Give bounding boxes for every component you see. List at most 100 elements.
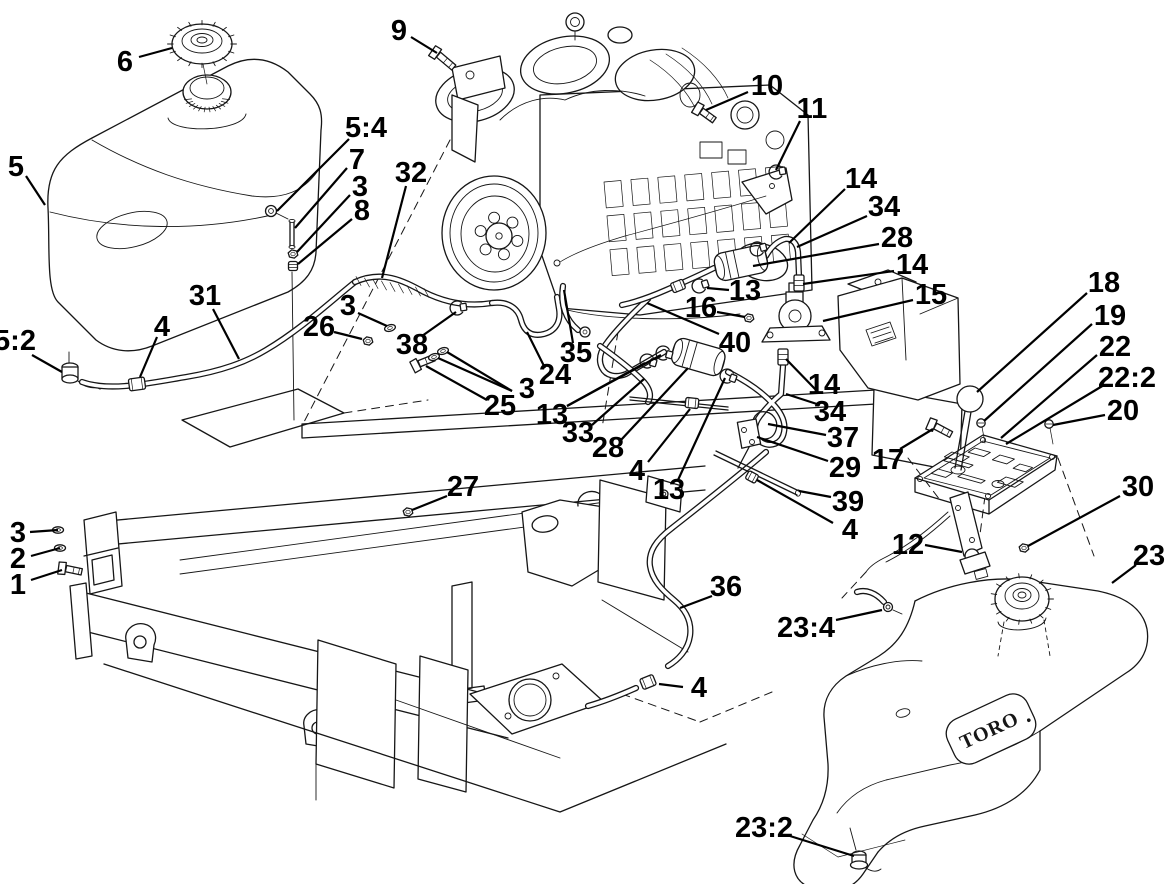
leader-line — [775, 120, 801, 171]
line-art-shape — [984, 492, 992, 500]
line-art-shape — [849, 860, 869, 870]
warning-label — [865, 321, 897, 347]
line-art-shape — [621, 691, 773, 723]
line-art-shape — [451, 55, 506, 101]
line-art-shape — [639, 353, 654, 369]
callout-10: 10 — [751, 70, 783, 102]
line-art-shape — [220, 100, 229, 104]
grommet — [287, 260, 299, 272]
line-art-shape — [914, 578, 1149, 732]
callout-2: 2 — [10, 543, 26, 575]
line-art-shape — [837, 277, 961, 401]
line-art-shape — [959, 551, 991, 575]
line-art-shape — [288, 244, 296, 250]
callout-34: 34 — [868, 191, 900, 223]
leader-line — [756, 479, 834, 524]
line-art-shape — [979, 436, 987, 444]
callout-1: 1 — [10, 569, 26, 601]
line-art-shape — [69, 582, 93, 660]
fuel-filter-lower — [670, 337, 726, 377]
leader-line — [31, 354, 63, 373]
line-art-shape — [49, 211, 277, 227]
line-art-shape — [609, 247, 630, 276]
control-panel-assembly — [914, 385, 1058, 580]
line-art-shape — [531, 515, 559, 533]
line-art-shape — [997, 617, 1047, 631]
callout-28: 28 — [881, 222, 913, 254]
hose-fitting — [639, 674, 657, 690]
line-art-shape — [315, 599, 689, 801]
line-art-shape — [167, 113, 247, 130]
hose-clamp — [691, 278, 710, 294]
line-art-shape — [741, 202, 762, 231]
line-art-shape — [495, 232, 503, 240]
line-art-shape — [845, 660, 923, 677]
line-art-shape — [895, 708, 911, 718]
leader-line — [679, 594, 713, 610]
hose-clamp — [449, 300, 468, 316]
line-art-shape — [485, 222, 513, 250]
bolt — [925, 417, 954, 438]
line-art-shape — [402, 507, 414, 517]
line-art-shape — [749, 439, 755, 445]
line-art-shape — [315, 639, 397, 789]
line-art-shape — [945, 693, 1037, 765]
line-art-shape — [759, 242, 768, 252]
callout-5: 5 — [8, 151, 24, 183]
leader-line — [526, 331, 546, 369]
callout-33: 33 — [562, 417, 594, 449]
line-art-shape — [601, 331, 619, 429]
line-art-shape — [288, 218, 296, 224]
line-art-shape — [169, 50, 176, 54]
line-art-shape — [287, 260, 299, 272]
leader-line — [802, 269, 895, 286]
line-art-shape — [990, 602, 998, 605]
line-art-shape — [218, 103, 226, 107]
line-art-shape — [994, 576, 1050, 622]
line-art-shape — [606, 214, 627, 243]
line-art-shape — [169, 34, 176, 38]
line-art-shape — [504, 712, 512, 720]
line-art-shape — [479, 243, 492, 256]
line-art-shape — [997, 619, 1051, 657]
callout-14: 14 — [896, 249, 928, 281]
line-art-shape — [303, 139, 451, 423]
callout-15: 15 — [915, 279, 947, 311]
line-art-shape — [670, 337, 726, 377]
callout-5-4: 5:4 — [345, 112, 387, 144]
line-art-shape — [699, 141, 723, 159]
line-art-shape — [181, 28, 223, 54]
callout-24: 24 — [539, 359, 571, 391]
line-art-shape — [663, 243, 684, 272]
bolt — [690, 101, 717, 124]
line-art-shape — [996, 583, 1002, 588]
line-art-shape — [598, 297, 666, 378]
line-art-shape — [636, 245, 657, 274]
line-art-shape — [1005, 576, 1010, 582]
line-art-shape — [955, 505, 961, 511]
leader-line — [562, 289, 575, 344]
leader-line — [785, 358, 817, 391]
washer — [427, 352, 441, 362]
line-art-shape — [190, 33, 214, 47]
line-art-shape — [940, 426, 950, 437]
drain-fitting-23-2 — [801, 827, 906, 872]
leader-line — [767, 422, 827, 437]
line-art-shape — [177, 26, 183, 31]
line-art-shape — [793, 274, 805, 292]
line-art-shape — [511, 234, 524, 247]
line-art-shape — [768, 164, 783, 180]
line-art-shape — [877, 730, 1041, 853]
line-art-shape — [1049, 427, 1054, 445]
line-art-shape — [818, 329, 826, 337]
line-art-shape — [427, 352, 441, 362]
leader-line — [716, 310, 746, 319]
callout-23: 23 — [1133, 540, 1165, 572]
callout-13: 13 — [536, 399, 568, 431]
line-art-shape — [967, 447, 991, 458]
line-art-shape — [103, 663, 727, 813]
line-art-shape — [885, 604, 891, 610]
line-art-shape — [215, 104, 222, 110]
line-art-shape — [435, 51, 457, 71]
line-art-shape — [671, 338, 684, 364]
